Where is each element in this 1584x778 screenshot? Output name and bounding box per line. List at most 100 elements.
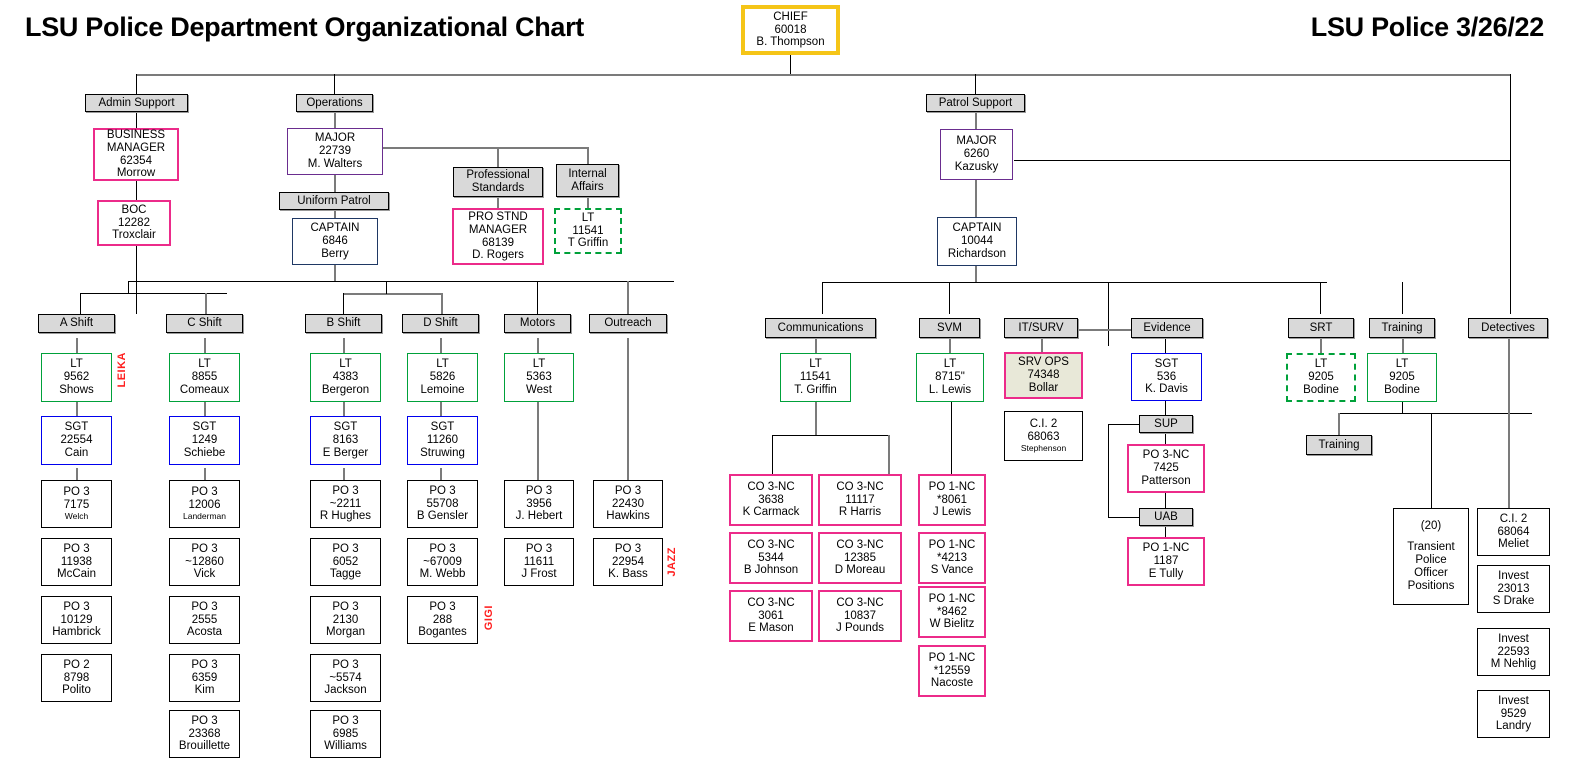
- connector: [949, 282, 950, 314]
- node-detective-3[interactable]: Invest 9529 Landry: [1477, 690, 1550, 738]
- dept-b-shift[interactable]: B Shift: [305, 314, 382, 333]
- rank: MAJOR: [314, 132, 356, 145]
- employee-name: R Hughes: [319, 510, 372, 523]
- node-detective-0[interactable]: C.I. 2 68064 Meliet: [1477, 508, 1550, 556]
- node-b-shift-6[interactable]: PO 3 6985 Williams: [310, 710, 381, 758]
- node-c-shift-5[interactable]: PO 3 6359 Kim: [169, 654, 240, 702]
- node-motors-1[interactable]: PO 3 3956 J. Hebert: [504, 480, 574, 528]
- node-d-shift-0[interactable]: LT 5826 Lemoine: [407, 353, 478, 402]
- node-motors-0[interactable]: LT 5363 West: [504, 353, 574, 402]
- node-business-manager[interactable]: BUSINESS MANAGER 62354 Morrow: [93, 128, 179, 181]
- connector: [76, 402, 78, 416]
- employee-id: 10837: [844, 609, 876, 622]
- node-evidence-sgt[interactable]: SGT 536 K. Davis: [1131, 353, 1202, 401]
- node-b-shift-4[interactable]: PO 3 2130 Morgan: [310, 596, 381, 644]
- node-comms-left-2[interactable]: CO 3-NC 3061 E Mason: [729, 590, 813, 642]
- node-a-shift-4[interactable]: PO 3 10129 Hambrick: [41, 596, 112, 644]
- node-operations-major[interactable]: MAJOR 22739 M. Walters: [287, 128, 383, 175]
- dept-operations[interactable]: Operations: [296, 94, 373, 112]
- node-comms-right-2[interactable]: CO 3-NC 10837 J Pounds: [818, 590, 902, 642]
- dept-uab[interactable]: UAB: [1139, 508, 1193, 526]
- employee-id: 11117: [845, 493, 875, 506]
- dept-professional-standards[interactable]: Professional Standards: [453, 167, 543, 197]
- dept-internal-affairs[interactable]: Internal Affairs: [556, 164, 619, 197]
- node-boc[interactable]: BOC 12282 Troxclair: [97, 200, 171, 246]
- node-b-shift-2[interactable]: PO 3 ~2211 R Hughes: [310, 480, 381, 528]
- node-svm-0[interactable]: PO 1-NC *8061 J Lewis: [918, 474, 986, 526]
- node-uab-member[interactable]: PO 1-NC 1187 E Tully: [1127, 537, 1205, 586]
- node-a-shift-1[interactable]: SGT 22554 Cain: [41, 416, 112, 465]
- node-b-shift-5[interactable]: PO 3 ~5574 Jackson: [310, 654, 381, 702]
- node-comms-right-0[interactable]: CO 3-NC 11117 R Harris: [818, 474, 902, 526]
- node-a-shift-5[interactable]: PO 2 8798 Polito: [41, 654, 112, 702]
- dept-evidence[interactable]: Evidence: [1131, 318, 1203, 338]
- dept-training[interactable]: Training: [1369, 318, 1435, 338]
- node-communications-lt[interactable]: LT 11541 T. Griffin: [780, 353, 851, 402]
- employee-name: K. Bass: [608, 568, 648, 581]
- node-sup-member[interactable]: PO 3-NC 7425 Patterson: [1127, 444, 1205, 493]
- node-d-shift-1[interactable]: SGT 11260 Struwing: [407, 416, 478, 465]
- employee-name: Morrow: [116, 167, 156, 180]
- node-a-shift-3[interactable]: PO 3 11938 McCain: [41, 538, 112, 586]
- node-b-shift-3[interactable]: PO 3 6052 Tagge: [310, 538, 381, 586]
- dept-a-shift[interactable]: A Shift: [38, 314, 115, 333]
- node-it-ci2[interactable]: C.I. 2 68063 Stephenson: [1004, 411, 1083, 461]
- node-internal-affairs-lt[interactable]: LT 11541 T Griffin: [554, 208, 622, 254]
- dept-patrol-support[interactable]: Patrol Support: [926, 94, 1025, 112]
- employee-id: 4383: [332, 371, 359, 384]
- dept-outreach[interactable]: Outreach: [589, 314, 667, 333]
- node-b-shift-1[interactable]: SGT 8163 E Berger: [310, 416, 381, 465]
- rank: PO 3-NC: [1142, 449, 1190, 462]
- node-svm-3[interactable]: PO 1-NC *12559 Nacoste: [918, 645, 986, 697]
- connector: [343, 338, 345, 353]
- node-motors-2[interactable]: PO 3 11611 J Frost: [504, 538, 574, 586]
- node-outreach-1[interactable]: PO 3 22954 K. Bass: [593, 538, 663, 586]
- node-training-lt[interactable]: LT 9205 Bodine: [1367, 353, 1437, 402]
- node-d-shift-4[interactable]: PO 3 288 Bogantes: [407, 596, 478, 644]
- node-svm-2[interactable]: PO 1-NC *8462 W Bielitz: [918, 586, 986, 638]
- dept-communications[interactable]: Communications: [765, 318, 876, 338]
- dept-detectives[interactable]: Detectives: [1468, 318, 1548, 338]
- node-d-shift-3[interactable]: PO 3 ~67009 M. Webb: [407, 538, 478, 586]
- node-detective-2[interactable]: Invest 22593 M Nehlig: [1477, 628, 1550, 676]
- node-c-shift-2[interactable]: PO 3 12006 Landerman: [169, 480, 240, 528]
- node-transient-positions[interactable]: (20) Transient Police Officer Positions: [1393, 508, 1469, 605]
- node-patrol-major[interactable]: MAJOR 6260 Kazusky: [940, 129, 1013, 180]
- dept-uniform-patrol[interactable]: Uniform Patrol: [279, 192, 389, 210]
- employee-name: J Frost: [521, 568, 557, 581]
- dept-motors[interactable]: Motors: [504, 314, 571, 333]
- node-c-shift-6[interactable]: PO 3 23368 Brouillette: [169, 710, 240, 758]
- node-operations-captain[interactable]: CAPTAIN 6846 Berry: [292, 218, 378, 265]
- employee-id: 8855: [191, 371, 218, 384]
- node-srv-ops[interactable]: SRV OPS 74348 Bollar: [1004, 352, 1083, 399]
- node-svm-lt[interactable]: LT 8715" L. Lewis: [916, 353, 984, 402]
- node-outreach-0[interactable]: PO 3 22430 Hawkins: [593, 480, 663, 528]
- node-c-shift-0[interactable]: LT 8855 Comeaux: [169, 353, 240, 402]
- node-b-shift-0[interactable]: LT 4383 Bergeron: [310, 353, 381, 402]
- dept-svm[interactable]: SVM: [919, 318, 980, 338]
- node-srt-lt[interactable]: LT 9205 Bodine: [1286, 353, 1356, 402]
- dept-training-sub[interactable]: Training: [1306, 435, 1372, 455]
- node-d-shift-2[interactable]: PO 3 55708 B Gensler: [407, 480, 478, 528]
- dept-srt[interactable]: SRT: [1288, 318, 1354, 338]
- node-svm-1[interactable]: PO 1-NC *4213 S Vance: [918, 532, 986, 584]
- node-chief[interactable]: CHIEF 60018 B. Thompson: [741, 5, 840, 55]
- node-a-shift-0[interactable]: LT 9562 Shows: [41, 353, 112, 402]
- dept-admin-support[interactable]: Admin Support: [85, 94, 188, 112]
- rank: MAJOR: [956, 135, 997, 148]
- dept-d-shift[interactable]: D Shift: [402, 314, 479, 333]
- node-comms-right-1[interactable]: CO 3-NC 12385 D Moreau: [818, 532, 902, 584]
- node-c-shift-1[interactable]: SGT 1249 Schiebe: [169, 416, 240, 465]
- dept-sup[interactable]: SUP: [1139, 415, 1193, 433]
- dept-it-surv[interactable]: IT/SURV: [1004, 318, 1078, 338]
- node-c-shift-4[interactable]: PO 3 2555 Acosta: [169, 596, 240, 644]
- node-comms-left-1[interactable]: CO 3-NC 5344 B Johnson: [729, 532, 813, 584]
- node-a-shift-2[interactable]: PO 3 7175 Welch: [41, 480, 112, 528]
- node-comms-left-0[interactable]: CO 3-NC 3638 K Carmack: [729, 474, 813, 526]
- node-patrol-captain[interactable]: CAPTAIN 10044 Richardson: [937, 217, 1017, 266]
- dept-c-shift[interactable]: C Shift: [166, 314, 243, 333]
- node-c-shift-3[interactable]: PO 3 ~12860 Vick: [169, 538, 240, 586]
- rank: PO 3: [525, 484, 553, 497]
- node-detective-1[interactable]: Invest 23013 S Drake: [1477, 565, 1550, 613]
- node-pro-stnd-manager[interactable]: PRO STND MANAGER 68139 D. Rogers: [452, 208, 544, 265]
